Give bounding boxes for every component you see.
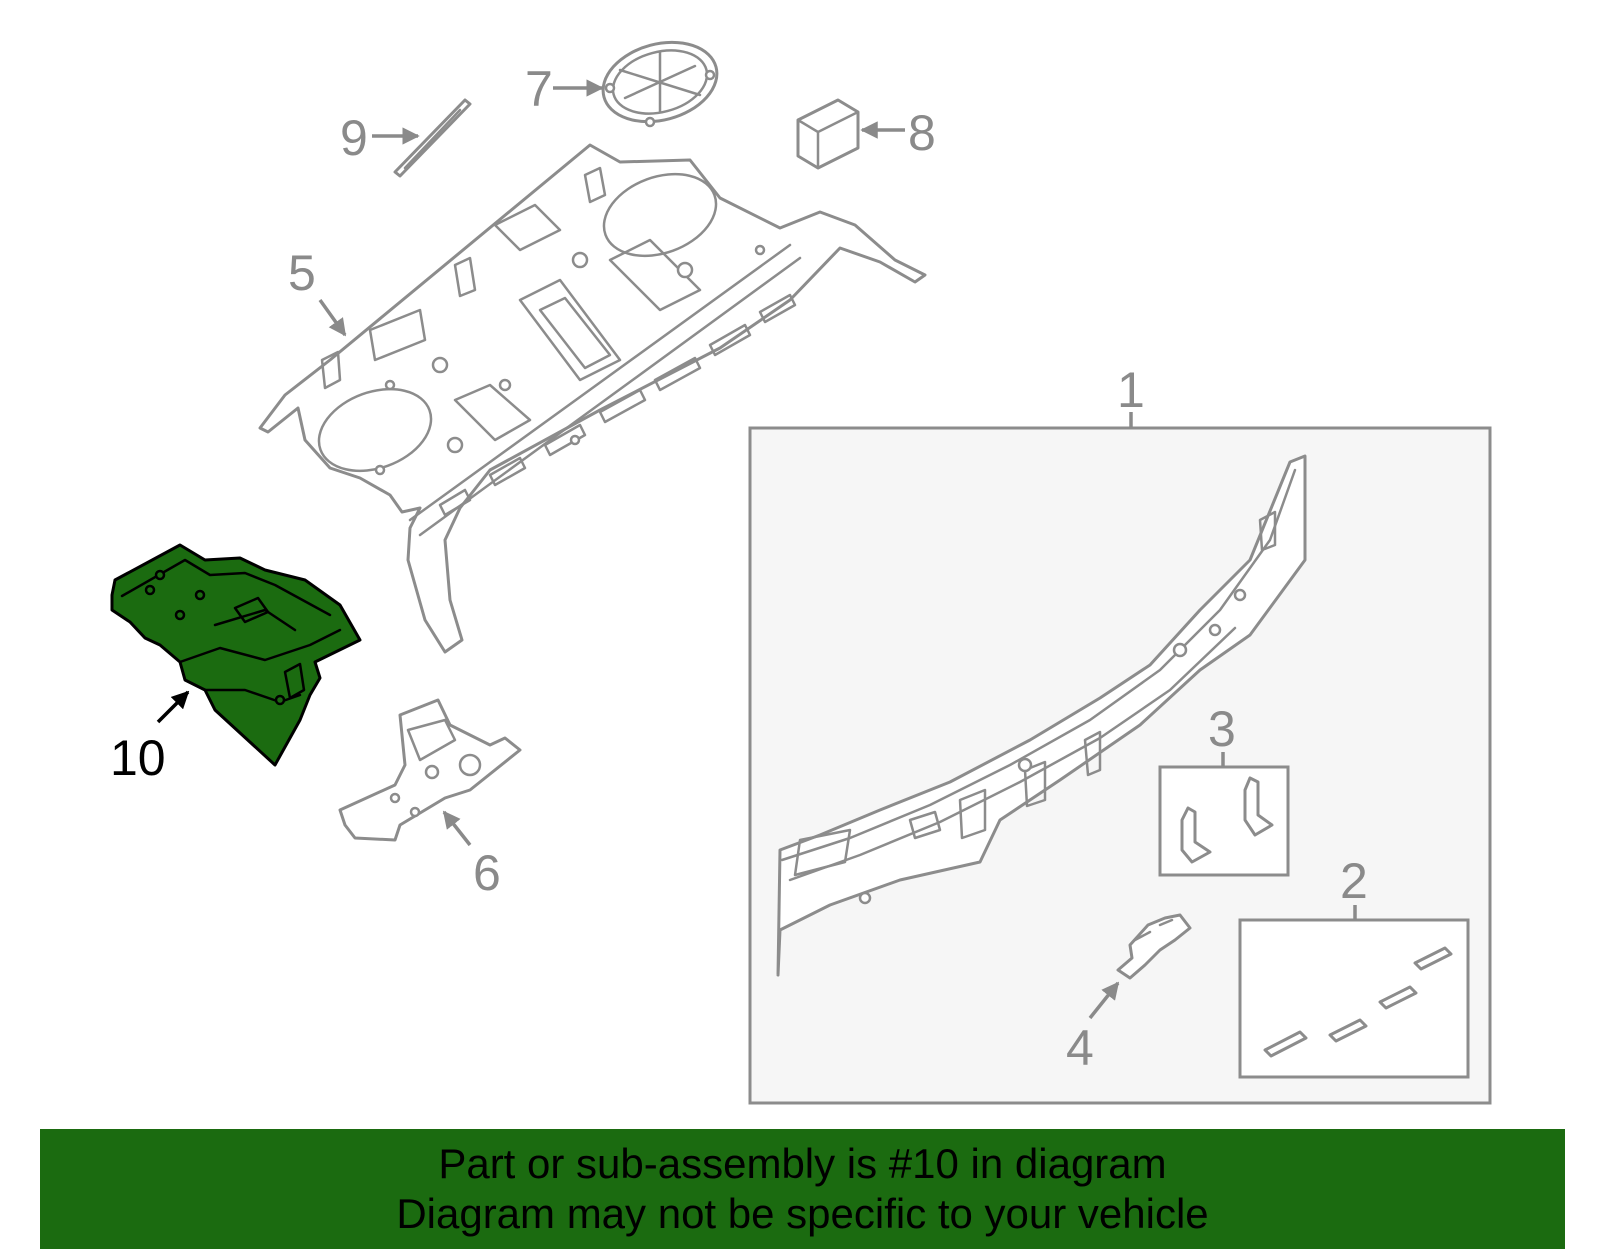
svg-text:2: 2 [1340,853,1368,909]
callout-9: 9 [340,110,420,166]
callout-3: 3 [1208,701,1236,767]
callout-10: 10 [110,690,190,786]
svg-text:10: 10 [110,730,166,786]
svg-text:9: 9 [340,110,368,166]
svg-text:7: 7 [525,61,553,117]
part-10-highlighted[interactable] [110,543,362,767]
part-7-speaker-bracket[interactable] [594,30,726,133]
svg-text:4: 4 [1066,1020,1094,1076]
part-4-bracket[interactable] [1116,913,1192,980]
banner-line-1: Part or sub-assembly is #10 in diagram [438,1140,1167,1187]
part-3-brackets[interactable] [1180,776,1274,864]
svg-text:3: 3 [1208,701,1236,757]
part-5-rear-shelf[interactable] [258,143,927,654]
part-10-body [110,543,362,767]
svg-text:8: 8 [908,105,936,161]
banner-line-2: Diagram may not be specific to your vehi… [396,1190,1209,1237]
part-6-bracket[interactable] [338,698,522,842]
callout-7: 7 [525,61,604,117]
part-8-block[interactable] [796,98,860,170]
part-2-clips[interactable] [1263,946,1453,1058]
callout-2: 2 [1340,853,1368,920]
part-1-rear-panel[interactable] [776,454,1307,977]
svg-text:5: 5 [288,245,316,301]
info-banner: Part or sub-assembly is #10 in diagram D… [40,1129,1565,1249]
callout-4: 4 [1066,981,1120,1076]
part-9-strip[interactable] [393,98,472,178]
callout-1: 1 [1117,362,1145,428]
callout-6: 6 [442,810,501,901]
callout-5: 5 [288,245,347,337]
callout-8: 8 [860,105,936,161]
svg-text:6: 6 [473,845,501,901]
svg-text:1: 1 [1117,362,1145,418]
